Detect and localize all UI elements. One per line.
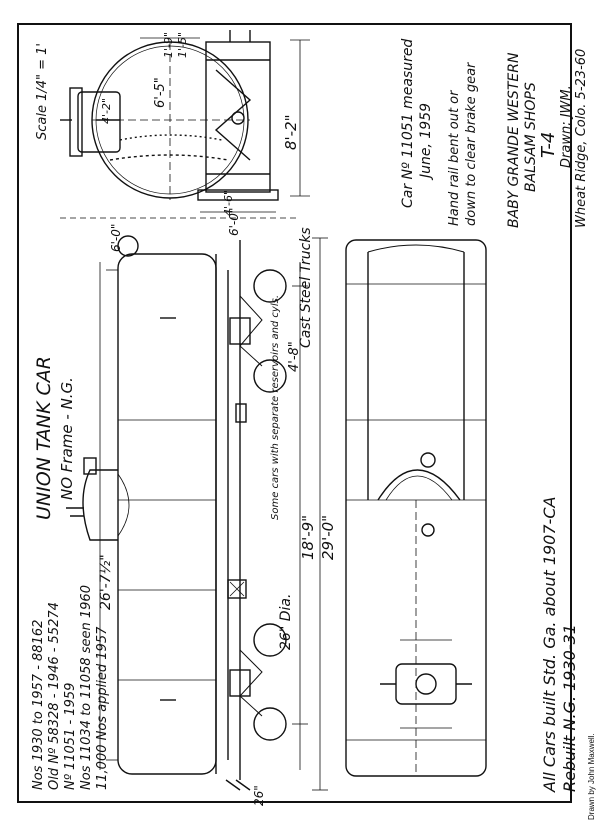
dim-tank-diameter: 6'-5" bbox=[153, 77, 168, 108]
wheel-diameter-note: 26" Dia. bbox=[278, 594, 294, 650]
titleblock-shops: BALSAM SHOPS bbox=[523, 82, 539, 192]
truck-wheel-3 bbox=[253, 623, 287, 657]
tank-body bbox=[117, 253, 217, 775]
titleblock-company: BABY GRANDE WESTERN bbox=[506, 52, 522, 228]
end-views bbox=[60, 30, 310, 219]
plan-view bbox=[345, 239, 487, 777]
dim-end-left: 6'-0" bbox=[109, 224, 123, 252]
titleblock-place-date: Wheat Ridge, Colo. 5-23-60 bbox=[574, 49, 589, 228]
history-note-5: 11,000 Nos applied 1957 bbox=[95, 626, 110, 790]
plan-dome bbox=[377, 469, 461, 501]
side-elevation bbox=[66, 235, 328, 791]
truck-note: Cast Steel Trucks bbox=[298, 227, 314, 348]
titleblock-drawn-by: Drawn: JWM. bbox=[559, 85, 574, 168]
measure-note-1: Car Nº 11051 measured bbox=[400, 39, 416, 208]
dim-dome-height: 4'-6" bbox=[222, 190, 235, 216]
history-note-3: Nº 11051 - 1959 bbox=[63, 683, 78, 790]
build-note-2: Rebuilt N.G. 1930-31 bbox=[560, 624, 579, 792]
drawing-credit: Drawn by John Maxwell. bbox=[587, 733, 596, 820]
handrail-note-2: down to clear brake gear bbox=[464, 61, 479, 226]
truck-wheel-1 bbox=[253, 269, 287, 303]
history-note-4: Nos 11034 to 11058 seen 1960 bbox=[79, 585, 94, 790]
dim-coupler: 26" bbox=[252, 785, 266, 806]
end-view-truck bbox=[205, 41, 271, 193]
end-view-dome bbox=[77, 91, 121, 153]
measure-note-2: June, 1959 bbox=[418, 103, 434, 181]
dim-top-b: 1'-9" bbox=[162, 32, 175, 58]
history-note-1: Nos 1930 to 1957 - 88162 bbox=[31, 620, 46, 790]
drawing-title: UNION TANK CAR bbox=[33, 356, 55, 520]
build-note-1: All Cars built Std. Ga. about 1907-CA bbox=[540, 497, 559, 793]
reservoir-note: Some cars with separate reservoirs and c… bbox=[270, 295, 281, 520]
dim-dome: 4'-2" bbox=[100, 98, 113, 124]
dim-top-a: 1'-5" bbox=[176, 32, 189, 58]
handrail-note-1: Hand rail bent out or bbox=[447, 89, 462, 226]
dim-truck-centers: 18'-9" bbox=[299, 515, 317, 560]
truck-wheel-2 bbox=[253, 359, 287, 393]
drawing-border bbox=[17, 23, 572, 803]
drawing-subtitle: NO Frame - N.G. bbox=[58, 377, 76, 500]
side-dome bbox=[82, 469, 118, 541]
dim-end-right: 6'-0" bbox=[227, 208, 241, 236]
truck-wheel-4 bbox=[253, 707, 287, 741]
history-note-2: Old Nº 58328 - 1946 - 55274 bbox=[47, 602, 62, 790]
dim-width: 8'-2" bbox=[282, 114, 300, 150]
dim-wheelbase: 4'-8" bbox=[287, 341, 302, 372]
drawing-scale: Scale 1/4" = 1' bbox=[35, 43, 50, 140]
titleblock-drawing-number: T-4 bbox=[538, 132, 559, 158]
dim-tank-length: 26'-7½" bbox=[98, 554, 114, 610]
plan-outline bbox=[345, 239, 487, 777]
dim-overall-length: 29'-0" bbox=[319, 515, 337, 560]
